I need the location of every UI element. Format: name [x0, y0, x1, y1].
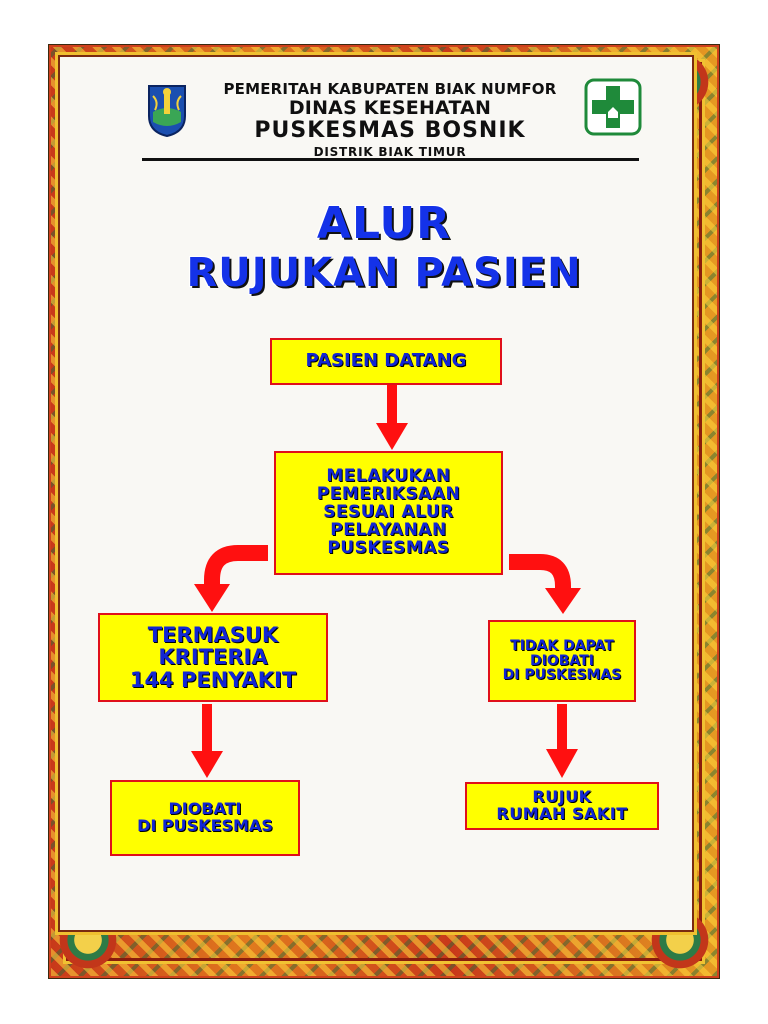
step-cannot-be-treated: TIDAK DAPAT DIOBATI DI PUSKESMAS	[488, 620, 636, 702]
step-refer-to-hospital: RUJUK RUMAH SAKIT	[465, 782, 659, 830]
letterhead: PEMERITAH KABUPATEN BIAK NUMFOR DINAS KE…	[140, 78, 645, 164]
step-treated-at-puskesmas: DIOBATI DI PUSKESMAS	[110, 780, 300, 856]
step-within-144-diseases: TERMASUK KRITERIA 144 PENYAKIT	[98, 613, 328, 702]
step-examination: MELAKUKAN PEMERIKSAAN SESUAI ALUR PELAYA…	[274, 451, 503, 575]
arrow-criteria-to-treated	[191, 704, 223, 778]
regency-emblem-icon	[145, 82, 189, 138]
health-center-name: PUSKESMAS BOSNIK	[254, 118, 526, 143]
government-name: PEMERITAH KABUPATEN BIAK NUMFOR	[223, 80, 557, 98]
department-name: DINAS KESEHATAN	[288, 97, 492, 119]
health-cross-icon	[584, 78, 642, 136]
arrow-exam-to-criteria	[194, 545, 268, 612]
header-divider	[142, 158, 639, 161]
arrow-start-to-exam	[376, 385, 408, 450]
arrow-exam-to-not-treatable	[509, 554, 581, 614]
poster-title-line2: RUJUKAN PASIEN	[186, 250, 582, 296]
poster-title-line1: ALUR	[316, 198, 452, 249]
arrow-not-treatable-to-refer	[546, 704, 578, 778]
step-patient-arrives: PASIEN DATANG	[270, 338, 502, 385]
district-name: DISTRIK BIAK TIMUR	[313, 145, 467, 159]
